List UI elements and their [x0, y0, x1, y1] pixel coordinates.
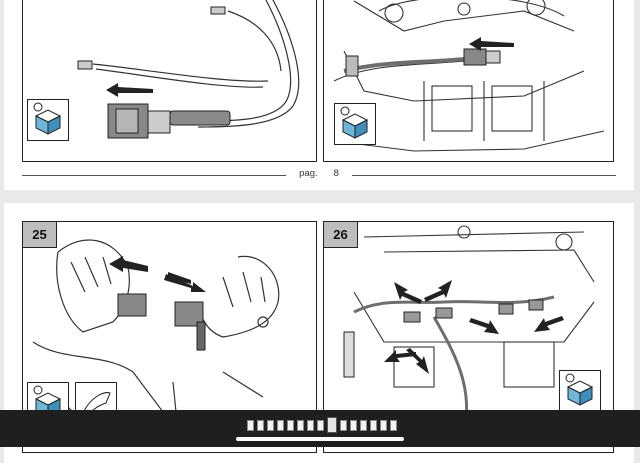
tool-cube-icon [27, 99, 69, 141]
page-thumbnail[interactable] [370, 420, 377, 431]
illustration-panel-cable [22, 0, 317, 162]
page-thumbnail[interactable] [340, 420, 347, 431]
page-thumbnail[interactable] [390, 420, 397, 431]
page-thumbnail[interactable] [380, 420, 387, 431]
hands-connector-drawing [32, 239, 284, 433]
thumbnail-current[interactable] [327, 417, 337, 433]
home-indicator[interactable] [236, 437, 404, 441]
page-thumbnail[interactable] [277, 420, 284, 431]
page-thumbnail[interactable] [350, 420, 357, 431]
step-number: 25 [23, 222, 57, 248]
page-label: pag. [295, 168, 322, 179]
cable-harness-drawing [77, 0, 300, 139]
page-thumbnail[interactable] [247, 420, 254, 431]
page-thumbnail[interactable] [257, 420, 264, 431]
illustration-panel-connector [323, 0, 614, 162]
page-thumbnail[interactable] [287, 420, 294, 431]
seat-area-drawing [333, 0, 605, 152]
page-thumbnail[interactable] [297, 420, 304, 431]
page-thumbnail[interactable] [317, 420, 324, 431]
document-page: pag. 8 [4, 0, 634, 190]
page-thumbnail[interactable] [360, 420, 367, 431]
page-thumbnail[interactable] [307, 420, 314, 431]
tool-cube-icon [334, 103, 376, 145]
page-thumbnail[interactable] [267, 420, 274, 431]
tool-cube-icon [559, 370, 601, 412]
thumbnail-strip[interactable] [247, 417, 397, 433]
step-number: 26 [324, 222, 358, 248]
harness-routing-drawing [338, 225, 595, 433]
page-number: 8 [329, 168, 343, 179]
page-footer: pag. 8 [22, 168, 616, 182]
page-thumbnail-bar[interactable] [0, 410, 640, 447]
